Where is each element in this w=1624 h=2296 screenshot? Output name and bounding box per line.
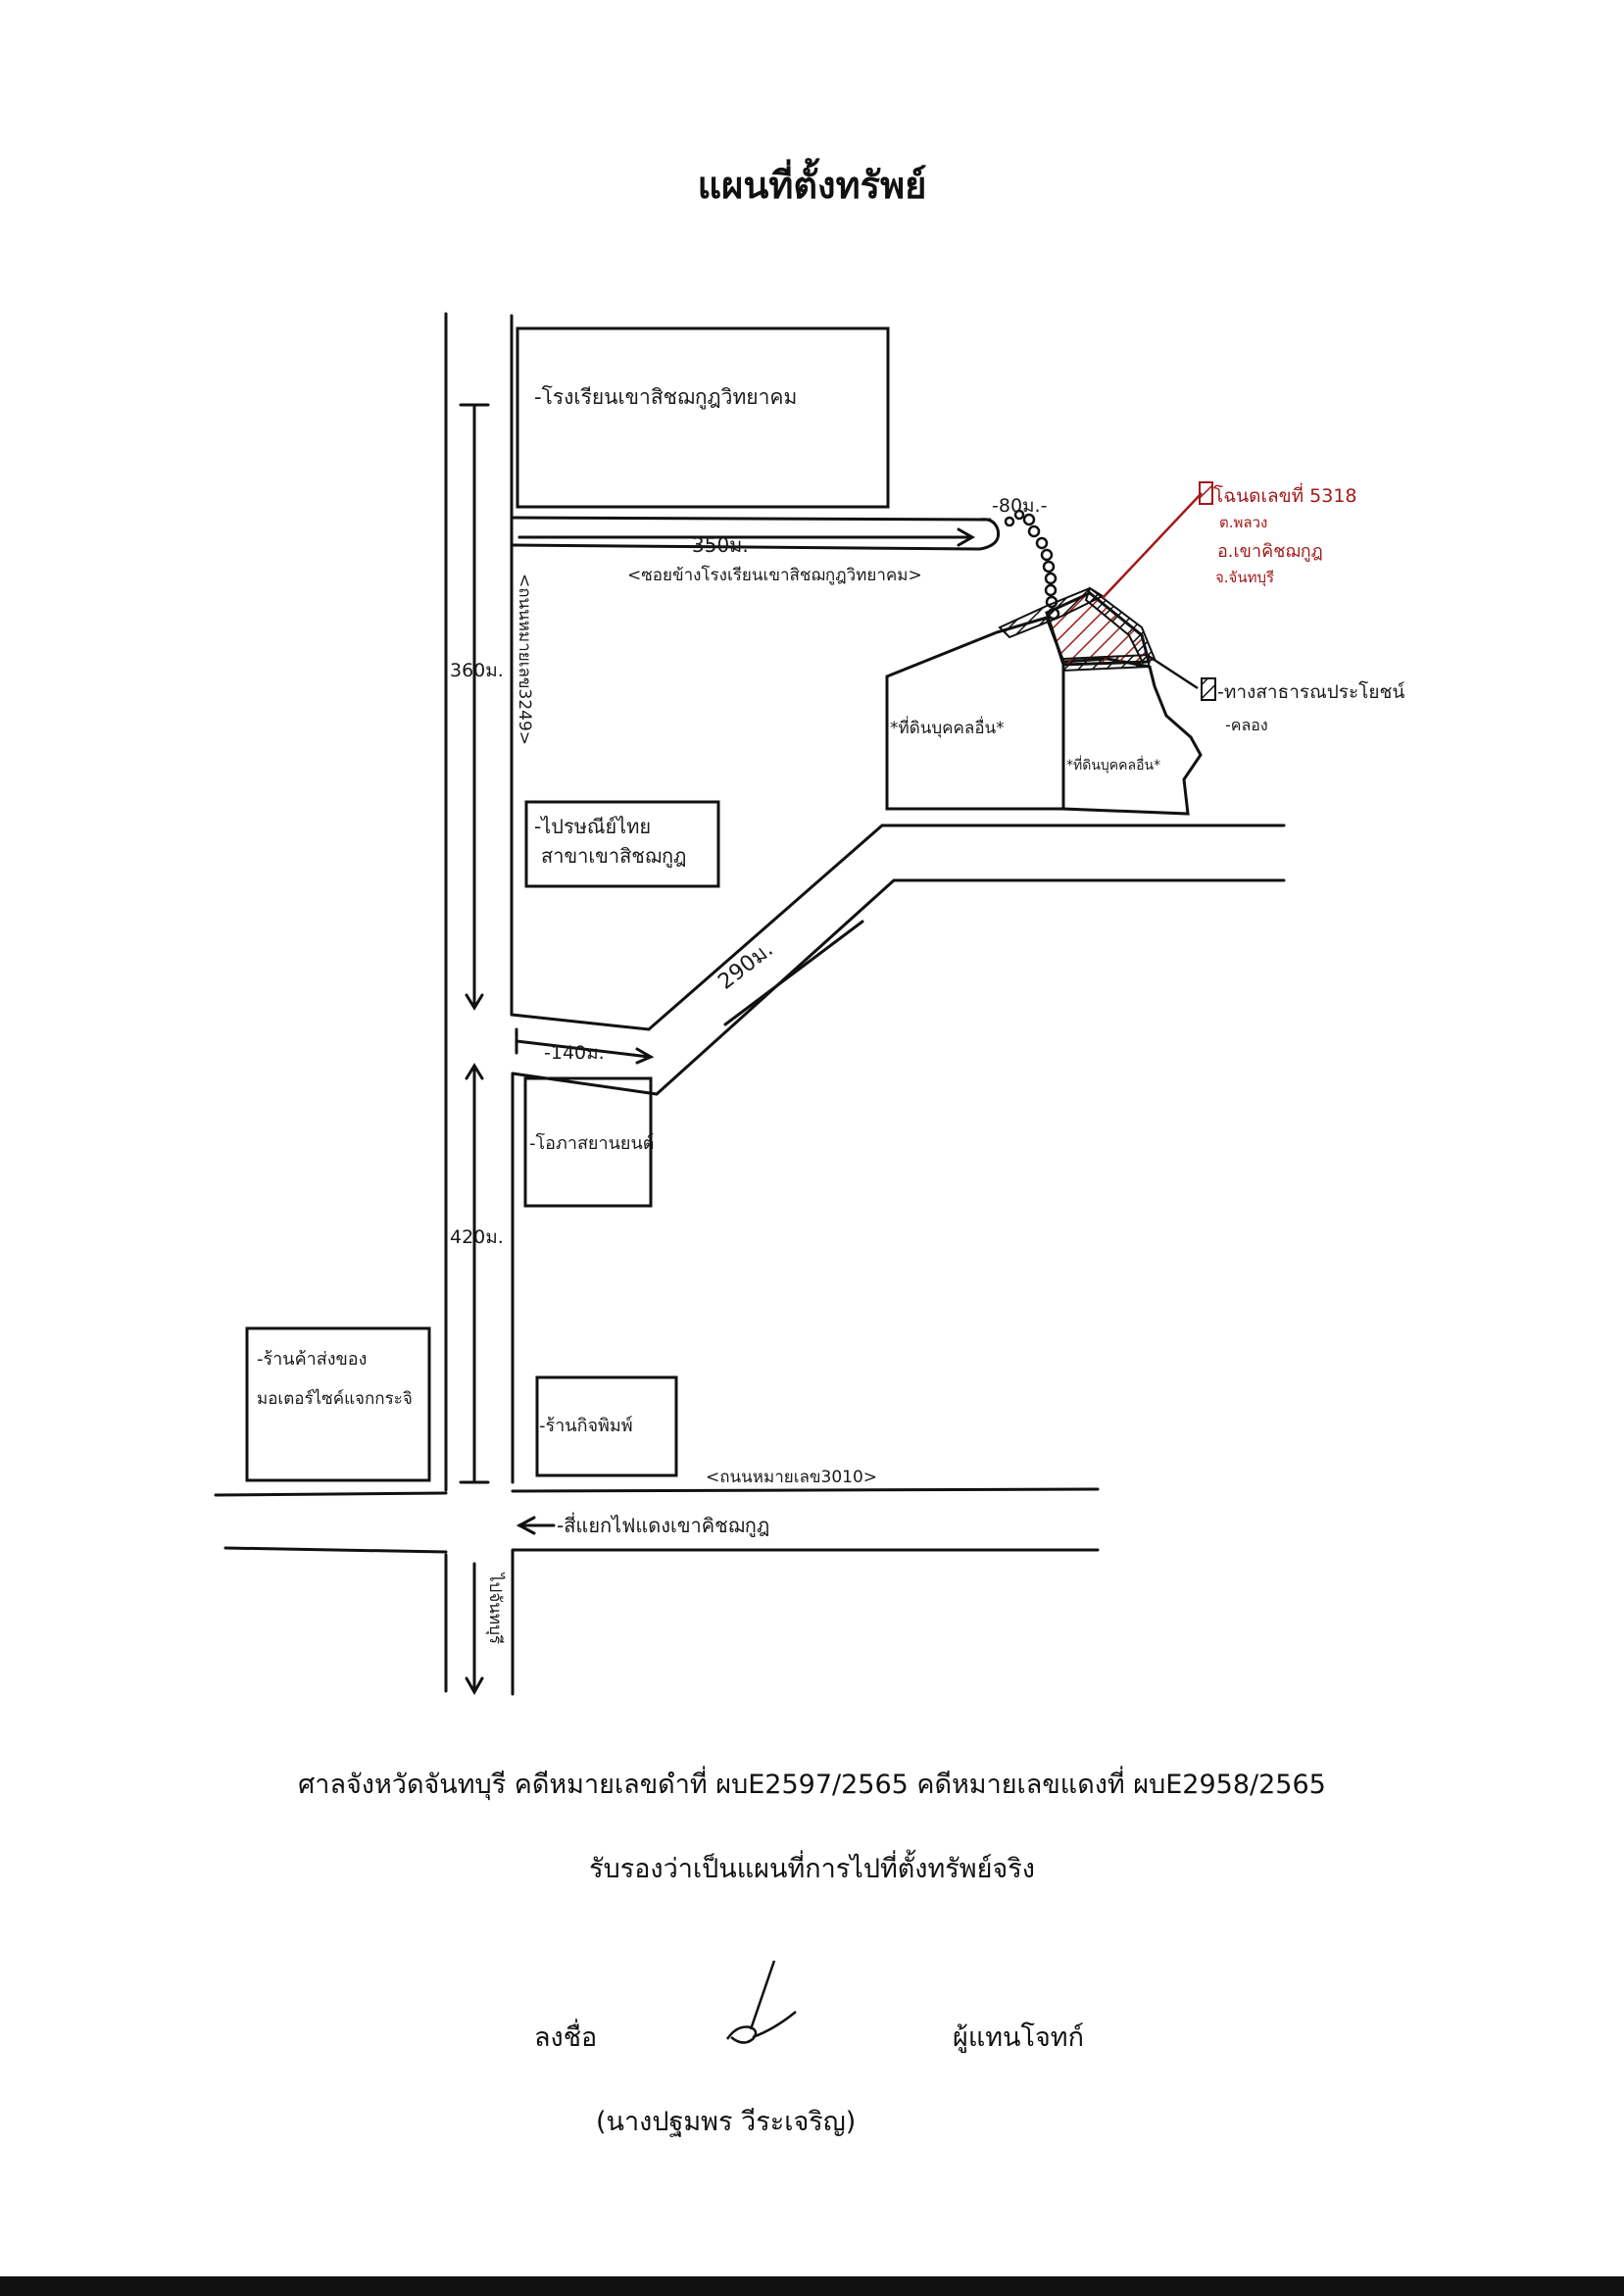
garage-building [523, 1076, 653, 1208]
label-deed-2: ต.พลวง [1219, 514, 1267, 531]
road-3010-top-edge-left [214, 1491, 448, 1497]
school-lane-top [510, 516, 992, 522]
label-intersection: -สี่แยกไฟแดงเขาคิชฌกูฎ [557, 1512, 769, 1538]
label-dist-420: 420ม. [450, 1226, 504, 1248]
label-public-way: -ทางสาธารณประโยชน์ [1217, 680, 1405, 703]
label-deed-3: อ.เขาคิชฌกูฎ [1217, 541, 1323, 562]
road-3010-bottom-edge-left [223, 1546, 448, 1554]
label-to-chanthaburi: ไปจันทบุรี [485, 1572, 506, 1644]
label-road-3249: <ถนนหมายเลข3249> [515, 574, 534, 745]
case-number-line: ศาลจังหวัดจันทบุรี คดีหมายเลขดำที่ ผบE25… [298, 1770, 1326, 1800]
certify-line: รับรองว่าเป็นแผนที่การไปที่ตั้งทรัพย์จริ… [589, 1854, 1035, 1884]
school-lane-bottom [510, 518, 1001, 551]
label-shop: -ร้านกิจพิมพ์ [539, 1416, 633, 1436]
other-land-parcel-2 [1061, 657, 1203, 816]
arrow-140-line [515, 1039, 651, 1059]
property-border-hatch-3 [1062, 653, 1150, 673]
signature-mark [725, 1960, 797, 2044]
post-office-building [524, 800, 720, 888]
label-dist-80: -80ม.- [992, 495, 1047, 517]
property-border-hatch [998, 586, 1106, 639]
label-road-3010: <ถนนหมายเลข3010> [706, 1468, 877, 1487]
label-dist-140: -140ม. [544, 1042, 605, 1064]
deed-legend-box [1199, 481, 1213, 505]
label-post-office-2: สาขาเขาสิชฌกูฎ [541, 844, 687, 869]
signer-name: (นางปฐมพร วีระเจริญ) [596, 2107, 857, 2137]
arrow-350-head [957, 527, 976, 547]
label-deed-4: จ.จันทบุรี [1215, 569, 1274, 587]
label-other-land-1: *ที่ดินบุคคลอื่น* [890, 716, 1005, 738]
arrow-420-head [465, 1063, 484, 1080]
label-school: -โรงเรียนเขาสิชฌกูฎวิทยาคม [534, 385, 797, 410]
arrow-intersection-head [516, 1516, 536, 1535]
scan-edge-bar [0, 2276, 1624, 2296]
page-title: แผนที่ตั้งทรัพย์ [697, 164, 927, 207]
label-school-lane: <ซอยข้างโรงเรียนเขาสิชฌกูฎวิทยาคม> [627, 565, 922, 585]
arrow-140-head [635, 1047, 655, 1065]
label-deed-1: โฉนดเลขที่ 5318 [1213, 482, 1357, 507]
public-way-leader-line [1146, 653, 1199, 690]
school-building [516, 326, 890, 509]
motorcycle-shop-building [245, 1326, 431, 1482]
label-dist-360: 360ม. [450, 660, 504, 681]
shop-building [535, 1375, 678, 1477]
label-garage: -โอภาสยานยนต์ [529, 1132, 654, 1154]
other-land-parcel-1 [885, 616, 1065, 811]
label-dist-350: 350ม. [692, 533, 749, 557]
signer-role: ผู้แทนโจทก์ [953, 2022, 1084, 2053]
sign-label: ลงชื่อ [534, 2022, 598, 2053]
side-road-bottom [511, 878, 1286, 1096]
arrow-290 [723, 920, 864, 1026]
label-canal: -คลอง [1225, 716, 1268, 734]
side-road-top [510, 824, 1286, 1031]
arrow-360-head [465, 993, 484, 1011]
label-post-office-1: -ไปรษณีย์ไทย [534, 815, 651, 838]
public-way-legend-box [1201, 677, 1216, 701]
label-motorcycle-shop-1: -ร้านค้าส่งของ [257, 1349, 367, 1370]
dotted-path [1004, 509, 1060, 621]
label-motorcycle-shop-2: มอเตอร์ไซค์แจกกระจิ [257, 1388, 413, 1409]
arrow-south-head [465, 1676, 484, 1696]
deed-leader-line [1102, 492, 1203, 599]
label-other-land-2: *ที่ดินบุคคลอื่น* [1066, 756, 1160, 774]
road-3010-top-edge-right [511, 1487, 1100, 1493]
